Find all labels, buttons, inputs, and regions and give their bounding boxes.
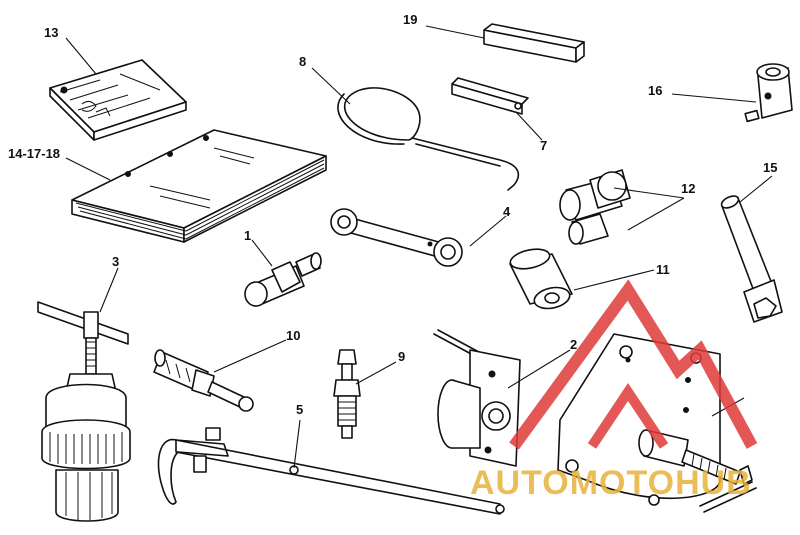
callout-labels: 13 14-17-18 8 19 16 7 12 15 4 1 11 3 10 … (8, 12, 777, 417)
box-wrench-15 (720, 195, 783, 323)
label-12: 12 (681, 181, 695, 196)
label-8: 8 (299, 54, 306, 69)
sleeve-11 (509, 248, 573, 310)
valve-9 (333, 349, 361, 439)
label-13: 13 (44, 25, 58, 40)
sleeves-12 (559, 169, 631, 245)
label-4: 4 (503, 204, 511, 219)
leader-lines (65, 25, 773, 469)
label-16: 16 (648, 83, 662, 98)
bleed-screw-10 (153, 349, 254, 412)
label-10: 10 (286, 328, 300, 343)
strap-tool-8 (337, 87, 520, 191)
flat-bar-7 (451, 77, 529, 115)
square-bar-19 (483, 23, 585, 63)
adapter-fitting-1 (244, 252, 322, 307)
ring-spanner-4 (330, 208, 463, 267)
label-9: 9 (398, 349, 405, 364)
label-11: 11 (656, 262, 670, 277)
plate-tool-2 (433, 329, 521, 467)
puller-3 (37, 301, 131, 522)
manual-booklet-13 (49, 59, 187, 141)
tube-socket-16 (744, 63, 793, 123)
watermark-text: AUTOMOTOHUB (470, 464, 752, 502)
label-2: 2 (570, 337, 577, 352)
label-5: 5 (296, 402, 303, 417)
label-1: 1 (244, 228, 251, 243)
label-3: 3 (112, 254, 119, 269)
label-14-17-18: 14-17-18 (8, 146, 60, 161)
documents-stack-14-17-18 (71, 129, 327, 243)
bent-bar-5 (157, 427, 505, 515)
watermark-logo-triangle (509, 279, 758, 450)
label-7: 7 (540, 138, 547, 153)
label-19: 19 (403, 12, 417, 27)
automotohub-watermark: AUTOMOTOHUB (470, 279, 758, 502)
mounting-plate-tool (557, 333, 757, 513)
label-15: 15 (763, 160, 777, 175)
